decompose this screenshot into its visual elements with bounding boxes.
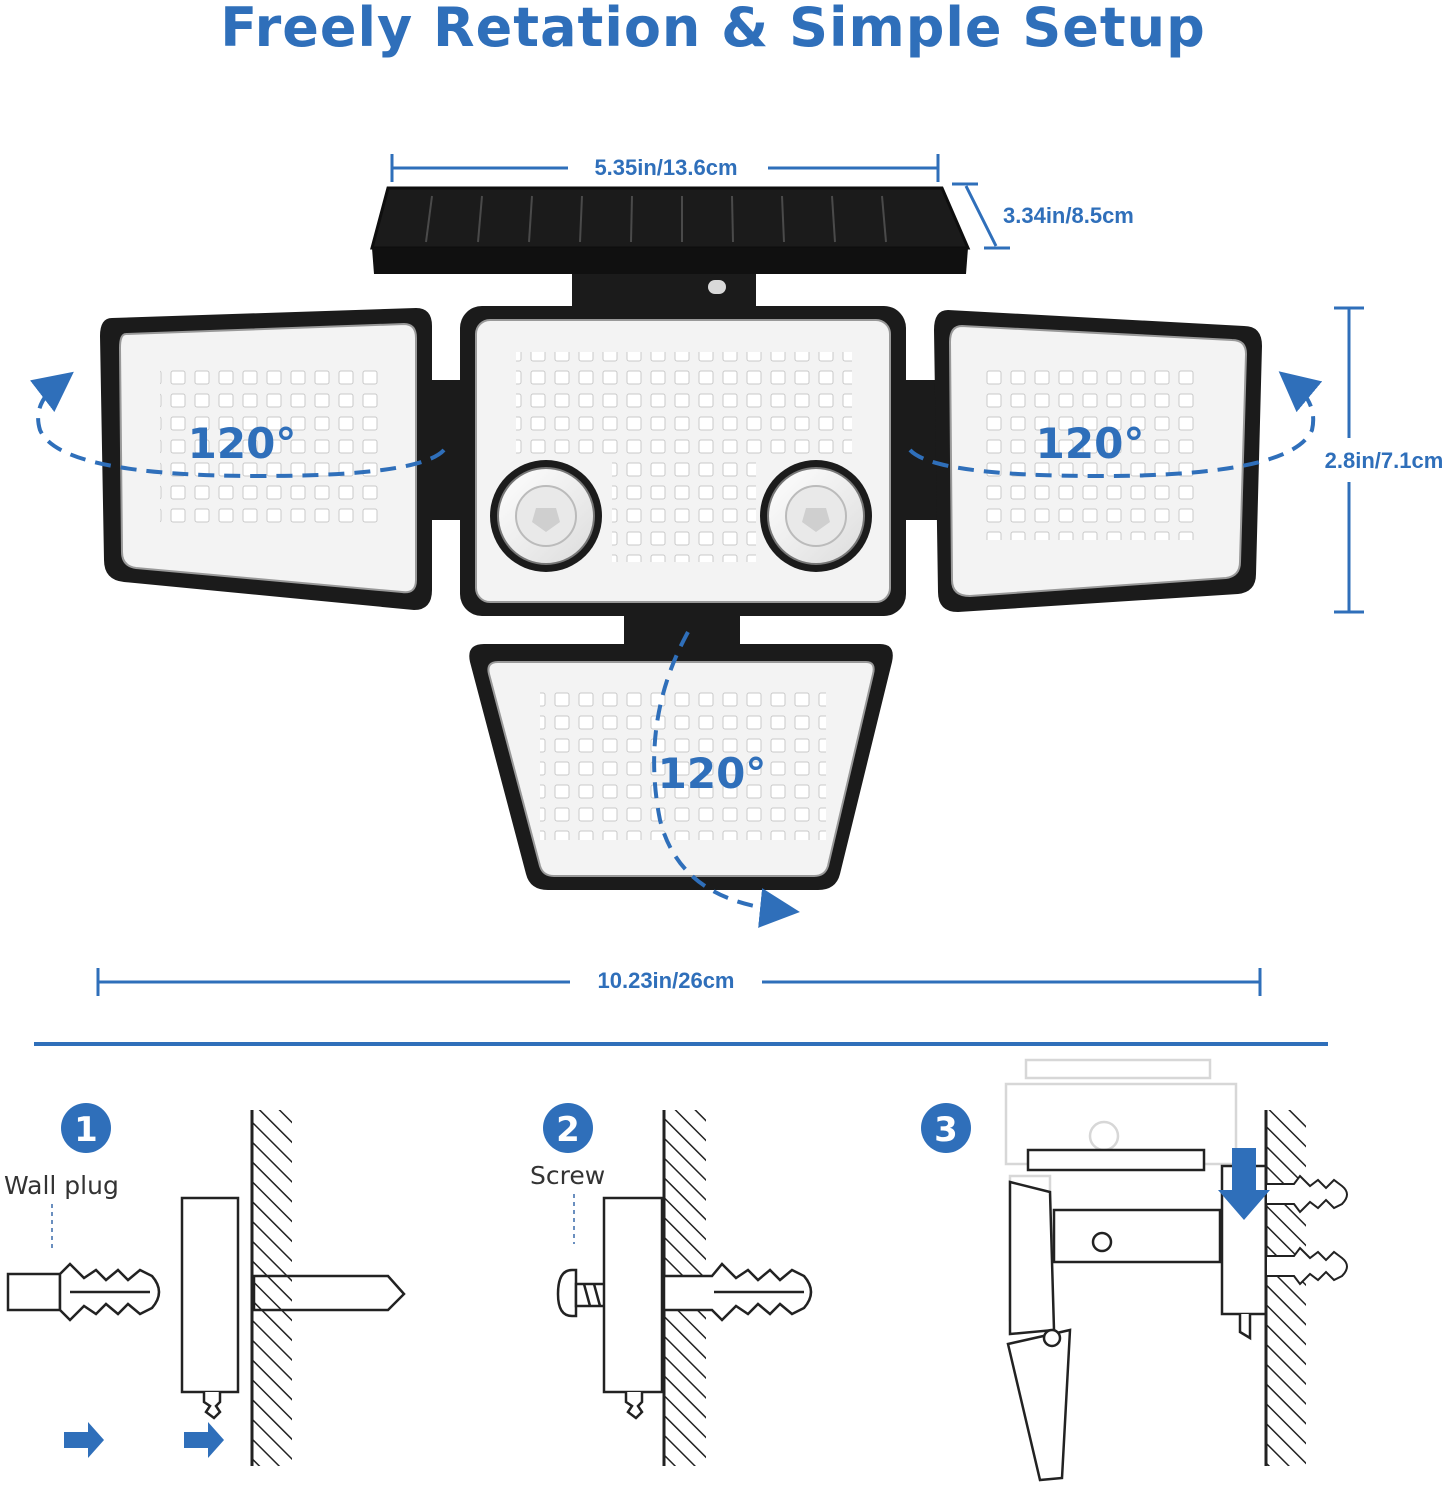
left-rotation-arrow (29, 371, 446, 479)
light-side-view-icon (1006, 1148, 1222, 1482)
step-2-number: 2 (556, 1110, 580, 1150)
center-light-head (460, 306, 906, 616)
height-label: 2.8in/7.1cm (1325, 448, 1444, 473)
bottom-rotation-arrow (652, 631, 800, 928)
panel-width-label: 5.35in/13.6cm (594, 155, 737, 180)
left-light-head (100, 308, 432, 610)
right-rotation-label: 120° (1036, 419, 1145, 468)
push-arrow-icon (64, 1422, 104, 1458)
push-arrow-icon (184, 1422, 224, 1458)
wall-hatch-1 (252, 1110, 292, 1466)
right-light-head (934, 310, 1262, 612)
bottom-rotation-label: 120° (658, 749, 767, 798)
step-1-number: 1 (74, 1110, 98, 1150)
step-2-label: Screw (530, 1161, 605, 1190)
step-3-badge (921, 1103, 971, 1153)
wall-plug-icon (662, 1262, 813, 1322)
down-arrow-icon (1218, 1148, 1270, 1220)
panel-width-dimension: 5.35in/13.6cm (390, 154, 940, 182)
mount-bracket-icon (180, 1196, 240, 1420)
height-dimension: 2.8in/7.1cm (1325, 306, 1444, 614)
headline: Freely Retation & Simple Setup (220, 0, 1206, 59)
left-spotlight (490, 460, 602, 572)
screw-icon (556, 1268, 608, 1318)
mount-bracket-icon (602, 1196, 664, 1420)
step-1: 1 Wall plug (4, 1103, 406, 1466)
step-1-label: Wall plug (4, 1171, 119, 1200)
total-width-dimension: 10.23in/26cm (96, 968, 1262, 996)
bottom-light-head (469, 644, 893, 890)
wall-plug-icon (6, 1262, 161, 1322)
step-3-number: 3 (934, 1110, 958, 1150)
step-1-badge (61, 1103, 111, 1153)
total-width-label: 10.23in/26cm (598, 968, 735, 993)
right-rotation-arrow (908, 371, 1323, 479)
panel-depth-label: 3.34in/8.5cm (1003, 203, 1134, 228)
solar-panel (370, 186, 971, 310)
panel-depth-dimension: 3.34in/8.5cm (952, 182, 1134, 250)
step-3: 3 (921, 1058, 1348, 1482)
right-spotlight (760, 460, 872, 572)
step-2-badge (543, 1103, 593, 1153)
right-hinge (900, 380, 940, 520)
left-rotation-label: 120° (188, 419, 297, 468)
step-2: 2 Screw (530, 1103, 813, 1466)
wall-plug-icon (1265, 1174, 1348, 1286)
wall-hatch-3 (1266, 1110, 1306, 1466)
